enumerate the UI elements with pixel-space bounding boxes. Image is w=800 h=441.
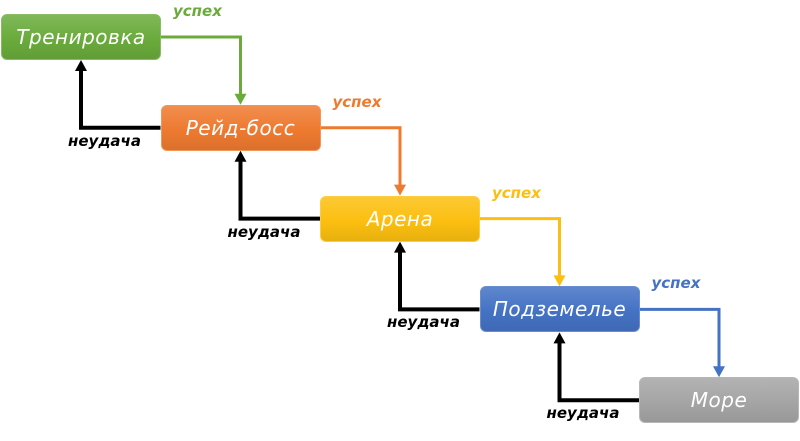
- node-more: Море: [639, 377, 799, 424]
- failure-label: неудача: [227, 222, 301, 241]
- failure-arrow: [238, 160, 320, 221]
- failure-arrow: [79, 70, 161, 130]
- failure-arrow: [557, 342, 639, 403]
- failure-arrowhead: [553, 332, 566, 344]
- success-arrowhead: [553, 275, 566, 287]
- failure-label: неудача: [546, 404, 620, 423]
- node-label: Подземелье: [492, 297, 627, 322]
- failure-arrowhead: [75, 60, 87, 71]
- node-reid-boss: Рейд-босс: [160, 104, 321, 151]
- success-arrow: [161, 35, 242, 95]
- node-label: Арена: [366, 206, 434, 231]
- success-arrowhead: [394, 184, 406, 196]
- failure-arrowhead: [234, 150, 247, 162]
- node-trenirovka: Тренировка: [1, 14, 161, 60]
- node-label: Рейд-босс: [185, 115, 296, 140]
- success-arrow: [320, 126, 402, 186]
- success-label: успех: [651, 274, 701, 293]
- node-label: Тренировка: [16, 25, 146, 49]
- node-label: Море: [690, 388, 748, 413]
- success-arrow: [639, 307, 721, 368]
- node-podzemelye: Подземелье: [479, 286, 640, 333]
- success-label: успех: [173, 2, 222, 20]
- failure-arrowhead: [394, 241, 406, 253]
- success-label: успех: [492, 183, 541, 202]
- failure-arrow: [398, 251, 480, 312]
- success-arrow: [480, 217, 561, 277]
- success-label: успех: [332, 92, 382, 111]
- success-arrowhead: [713, 366, 725, 378]
- success-arrowhead: [234, 93, 247, 105]
- node-arena: Арена: [320, 195, 480, 242]
- failure-label: неудача: [387, 313, 460, 332]
- failure-label: неудача: [68, 131, 141, 150]
